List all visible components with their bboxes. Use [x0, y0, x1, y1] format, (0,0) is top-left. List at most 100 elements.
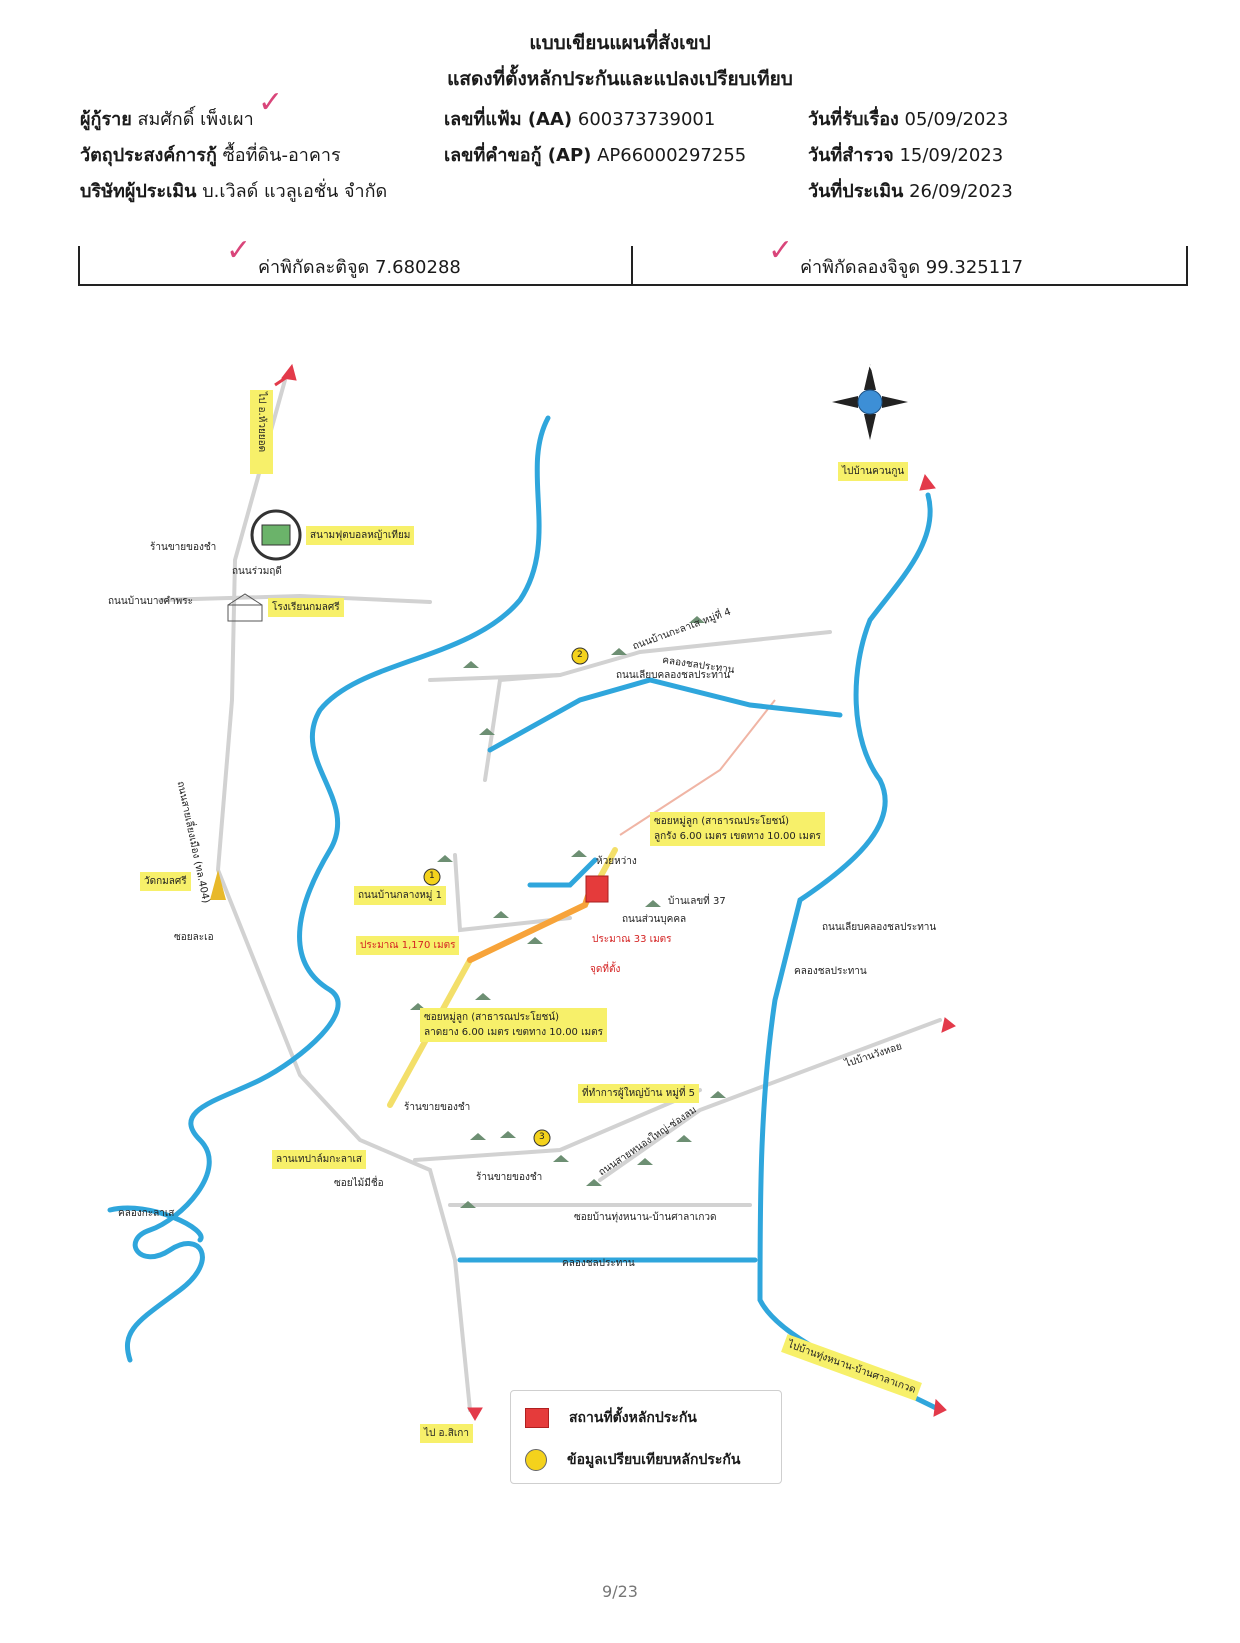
soi-note-label: ซอยหมู่ลูก (สาธารณประโยชน์) ลูกรัง 6.00 …	[650, 812, 825, 846]
comparison-swatch-icon	[525, 1449, 547, 1471]
market-label: ลานเทปาล์มกะลาเส	[272, 1150, 366, 1169]
map-legend: สถานที่ตั้งหลักประกัน ข้อมูลเปรียบเทียบห…	[510, 1390, 782, 1484]
soi-note-label: ซอยหมู่ลูก (สาธารณประโยชน์) ลาดยาง 6.00 …	[420, 1008, 607, 1042]
soi-label: ซอยบ้านทุ่งหนาน-บ้านศาลาเกวด	[574, 1212, 717, 1223]
arrow-down-icon	[467, 1407, 483, 1421]
canal-label: คลองกะลาเส	[118, 1208, 175, 1219]
road-network	[158, 378, 942, 1412]
longitude-field: ค่าพิกัดลองจิจูด 99.325117	[800, 257, 1024, 278]
canal-left	[107, 1205, 204, 1243]
direction-arrows	[274, 363, 956, 1421]
near-site-label: ห้วยหว่าง	[596, 856, 637, 867]
house-icon	[460, 1201, 476, 1208]
road-diagonal	[598, 1018, 942, 1182]
compass-east-arrow	[882, 396, 908, 408]
road-village	[158, 593, 432, 604]
arrow-north-head-icon	[281, 363, 297, 381]
road-label: ถนนบ้านบางคำพระ	[108, 596, 194, 607]
house-icon	[479, 728, 495, 735]
house-icon	[645, 900, 661, 907]
to-bottom-label: ไป อ.สิเกา	[420, 1424, 473, 1443]
house-icon	[527, 937, 543, 944]
map-subtitle: แสดงที่ตั้งหลักประกันและแปลงเปรียบเทียบ	[447, 68, 793, 90]
compass-rose: N	[830, 362, 910, 446]
house-icon	[493, 911, 509, 918]
house-icons	[410, 616, 726, 1208]
house-icon	[571, 850, 587, 857]
house-icon	[500, 1131, 516, 1138]
comparison-marker-3-icon	[533, 1129, 551, 1147]
house-icon	[553, 1155, 569, 1162]
coordinate-box	[78, 246, 1188, 286]
school-label: โรงเรียนกมลศรี	[268, 598, 344, 617]
road-link	[483, 673, 562, 782]
temple-icon	[210, 870, 226, 900]
road-label: ถนนร่วมฤดี	[232, 566, 282, 577]
stadium-label: สนามฟุตบอลหญ้าเทียม	[306, 526, 415, 545]
compass-south-arrow	[864, 414, 876, 440]
road-label: ถนนเลียบคลองชลประทาน	[822, 922, 937, 933]
legend-collateral: สถานที่ตั้งหลักประกัน	[525, 1407, 697, 1429]
temple-label: วัดกมลศรี	[140, 872, 191, 891]
distance-label: ประมาณ 1,170 เมตร	[356, 936, 460, 955]
road-moo4	[428, 630, 832, 682]
site-label: จุดที่ตั้ง	[590, 964, 621, 975]
house-number-label: บ้านเลขที่ 37	[668, 896, 726, 907]
received-date-field: วันที่รับเรื่อง 05/09/2023	[808, 109, 1009, 130]
arrow-right-icon	[941, 1017, 956, 1033]
house-icon	[470, 1133, 486, 1140]
house-icon	[637, 1158, 653, 1165]
comparison-markers	[423, 647, 589, 1147]
compass-icon	[832, 364, 908, 440]
stadium-field-icon	[261, 524, 291, 546]
compass-globe-icon	[857, 389, 883, 415]
comparison-number: 2	[577, 650, 583, 660]
road-label: ถนนเลียบคลองชลประทาน	[616, 670, 731, 681]
river	[107, 415, 943, 1413]
borrower-field: ผู้กู้ราย สมศักดิ์ เพ็งเผา	[80, 109, 254, 130]
house-icon	[676, 1135, 692, 1142]
distance-label: ประมาณ 33 เมตร	[592, 934, 672, 945]
divider	[631, 246, 633, 284]
survey-date-field: วันที่สำรวจ 15/09/2023	[808, 145, 1004, 166]
house-icon	[463, 661, 479, 668]
comparison-marker-2-icon	[571, 647, 589, 665]
river-main	[124, 415, 551, 1363]
shop-label: ร้านขายของชำ	[150, 542, 217, 553]
school-roof-icon	[227, 593, 263, 606]
house-icon	[475, 993, 491, 1000]
private-road-label: ถนนส่วนบุคคล	[622, 914, 687, 925]
map-title: แบบเขียนแผนที่สังเขป	[529, 32, 711, 54]
canal-upper	[487, 677, 843, 753]
soi-label: ซอยละเอ	[174, 932, 214, 943]
compass-west-arrow	[832, 396, 858, 408]
comparison-number: 3	[539, 1132, 545, 1142]
canal-short	[527, 857, 598, 888]
canal-right	[757, 492, 943, 1413]
road-moo1	[453, 853, 572, 933]
house-icon	[710, 1091, 726, 1098]
loan-no-field: เลขที่คำขอกู้ (AP) AP66000297255	[444, 145, 747, 166]
to-top-right-label: ไปบ้านควนกูน	[838, 462, 909, 481]
canal-label: คลองชลประทาน	[794, 966, 867, 977]
appraiser-field: บริษัทผู้ประเมิน บ.เวิลด์ แวลูเอชั่น จำก…	[80, 181, 388, 202]
file-no-field: เลขที่แฟ้ม (AA) 600373739001	[444, 109, 716, 130]
soi-label: ซอยไม้มีชื่อ	[334, 1178, 384, 1189]
main-road-vertical	[215, 378, 472, 1412]
canal-label: คลองชลประทาน	[562, 1258, 635, 1269]
road-center	[413, 1088, 702, 1162]
house-icon	[586, 1179, 602, 1186]
shop-label: ร้านขายของชำ	[404, 1102, 471, 1113]
arrow-ne-icon	[919, 473, 936, 491]
page-number: 9/23	[602, 1582, 638, 1601]
arrow-br-icon	[933, 1398, 947, 1417]
collateral-swatch-icon	[525, 1408, 549, 1428]
comparison-marker-1-icon	[423, 868, 441, 886]
road-label: ถนนบ้านกลางหมู่ 1	[354, 886, 446, 905]
collateral-site-icon	[585, 875, 609, 903]
compass-north-arrow	[864, 364, 876, 390]
headman-label: ที่ทำการผู้ใหญ่บ้าน หมู่ที่ 5	[578, 1084, 699, 1103]
purpose-field: วัตถุประสงค์การกู้ ซื้อที่ดิน-อาคาร	[80, 145, 341, 166]
comparison-number: 1	[429, 871, 435, 881]
